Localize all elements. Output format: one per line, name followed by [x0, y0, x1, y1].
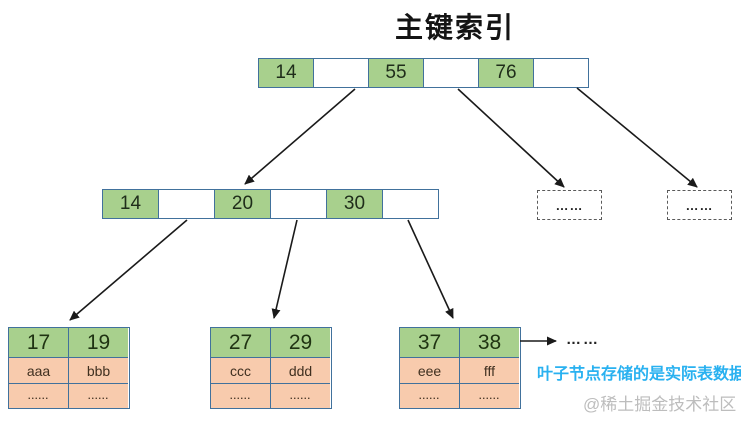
- arrow-root-to-internal: [244, 88, 356, 185]
- leaf-row-more: ......: [460, 384, 519, 408]
- leaf-row-data: ccc: [211, 358, 271, 384]
- leaf-row-data: fff: [460, 358, 519, 384]
- leaf-row-more: ......: [9, 384, 69, 408]
- next-leaf-ellipsis: ……: [566, 331, 600, 348]
- leaf-node: 37 38 eee fff ...... ......: [399, 327, 521, 409]
- internal-key-cell: 30: [327, 190, 383, 218]
- root-key-cell: 76: [479, 59, 534, 87]
- internal-index-node: 14 20 30: [102, 189, 439, 219]
- leaf-node: 27 29 ccc ddd ...... ......: [210, 327, 332, 409]
- leaf-row-data: eee: [400, 358, 460, 384]
- leaf-row-data: bbb: [69, 358, 128, 384]
- root-pointer-cell: [314, 59, 369, 87]
- root-index-node: 14 55 76: [258, 58, 589, 88]
- collapsed-subtree-node: ……: [667, 190, 732, 220]
- leaf-row-more: ......: [400, 384, 460, 408]
- leaf-row-more: ......: [271, 384, 330, 408]
- leaf-row-more: ......: [211, 384, 271, 408]
- leaf-row-more: ......: [69, 384, 128, 408]
- internal-pointer-cell: [383, 190, 438, 218]
- leaf-node: 17 19 aaa bbb ...... ......: [8, 327, 130, 409]
- root-pointer-cell: [424, 59, 479, 87]
- leaf-row-data: ddd: [271, 358, 330, 384]
- watermark-text: @稀土掘金技术社区: [583, 395, 737, 414]
- arrow-internal-to-leaf-2: [271, 219, 298, 319]
- diagram-title: 主键索引: [394, 11, 515, 44]
- leaf-key: 27: [211, 328, 271, 358]
- leaf-row-data: aaa: [9, 358, 69, 384]
- leaf-key: 17: [9, 328, 69, 358]
- leaf-key: 19: [69, 328, 128, 358]
- arrow-internal-to-leaf-1: [69, 219, 188, 321]
- arrow-root-to-dashed-2: [576, 87, 698, 188]
- root-pointer-cell: [534, 59, 588, 87]
- root-key-cell: 55: [369, 59, 424, 87]
- arrow-root-to-dashed-1: [457, 88, 565, 188]
- internal-key-cell: 20: [215, 190, 271, 218]
- internal-key-cell: 14: [103, 190, 159, 218]
- leaf-key: 38: [460, 328, 519, 358]
- internal-pointer-cell: [271, 190, 327, 218]
- root-key-cell: 14: [259, 59, 314, 87]
- internal-pointer-cell: [159, 190, 215, 218]
- arrow-internal-to-leaf-3: [407, 219, 454, 319]
- collapsed-subtree-node: ……: [537, 190, 602, 220]
- leaf-key: 29: [271, 328, 330, 358]
- leaf-key: 37: [400, 328, 460, 358]
- leaf-annotation-text: 叶子节点存储的是实际表数据: [537, 366, 741, 383]
